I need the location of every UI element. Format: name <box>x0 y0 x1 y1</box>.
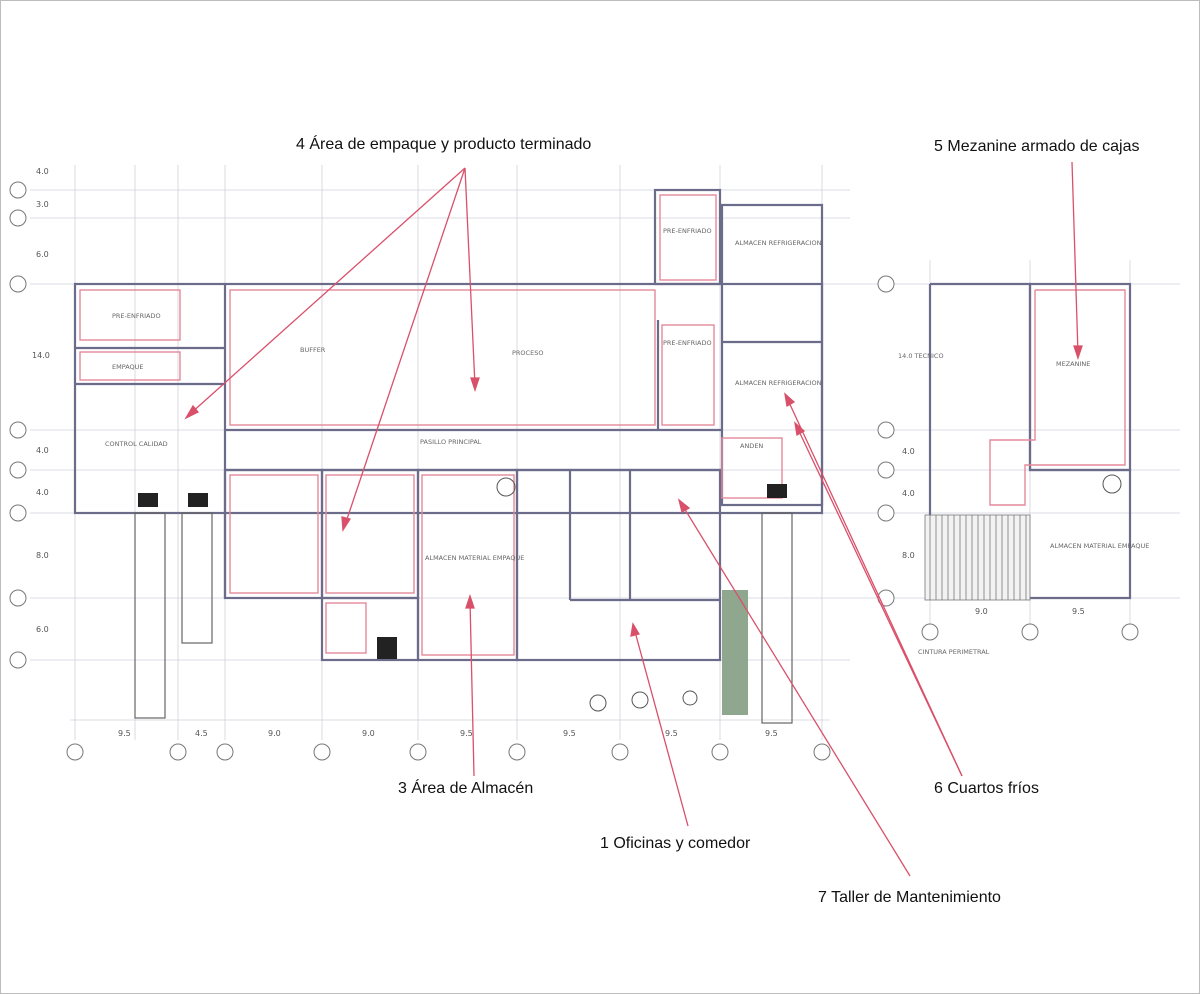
room-label-anden: ANDEN <box>740 442 763 450</box>
arrowhead-4c <box>341 516 352 532</box>
grid-lines <box>30 165 1180 740</box>
room-label-cintura: CINTURA PERIMETRAL <box>918 648 990 656</box>
inner-walls <box>79 194 783 656</box>
dim-row-8: 6.0 <box>36 625 49 634</box>
callout-1-num: 1 <box>600 835 609 852</box>
dim-row-5: 4.0 <box>36 446 49 455</box>
green-stripes <box>722 590 748 715</box>
room-label-almacen-material: ALMACEN MATERIAL EMPAQUE <box>425 554 524 562</box>
dim-right-col-1: 9.0 <box>975 607 988 616</box>
callout-5: 5 Mezanine armado de cajas <box>934 138 1139 156</box>
room-label-empaque: EMPAQUE <box>112 363 144 371</box>
dim-col-8: 9.5 <box>765 729 778 738</box>
room-label-pre-enfriado-mid: PRE-ENFRIADO <box>663 339 712 347</box>
arrow-4b <box>464 167 476 387</box>
callout-4-num: 4 <box>296 136 305 153</box>
dim-row-3: 6.0 <box>36 250 49 259</box>
callout-1: 1 Oficinas y comedor <box>600 835 750 853</box>
callout-7-text: Taller de Mantenimiento <box>831 889 1001 906</box>
dimension-labels: 4.0 3.0 6.0 14.0 4.0 4.0 8.0 6.0 9.5 4.5… <box>32 167 1085 738</box>
hatched-area <box>924 514 1031 601</box>
dock-equipment <box>138 484 787 659</box>
dim-col-6: 9.5 <box>563 729 576 738</box>
arrow-4a <box>189 167 466 415</box>
callout-4-text: Área de empaque y producto terminado <box>309 136 592 153</box>
room-label-mezanine: MEZANINE <box>1056 360 1090 368</box>
arrowhead-5 <box>1073 345 1083 361</box>
callout-arrows <box>184 161 1083 877</box>
dim-row-1: 4.0 <box>36 167 49 176</box>
room-label-control-calidad: CONTROL CALIDAD <box>105 440 168 448</box>
dim-right-row-2: 4.0 <box>902 489 915 498</box>
callout-7: 7 Taller de Mantenimiento <box>818 889 1001 907</box>
dim-right-col-2: 9.5 <box>1072 607 1085 616</box>
arrow-3 <box>469 599 475 777</box>
arrow-1 <box>633 627 689 827</box>
dim-row-4: 14.0 <box>32 351 50 360</box>
dim-col-3: 9.0 <box>268 729 281 738</box>
dim-row-7: 8.0 <box>36 551 49 560</box>
callout-5-num: 5 <box>934 138 943 155</box>
arrowhead-4a <box>184 404 200 420</box>
main-walls <box>73 188 824 662</box>
dim-col-2: 4.5 <box>195 729 208 738</box>
room-label-almacen-right: ALMACEN MATERIAL EMPAQUE <box>1050 542 1149 550</box>
dim-col-4: 9.0 <box>362 729 375 738</box>
dim-row-6: 4.0 <box>36 488 49 497</box>
callout-7-num: 7 <box>818 889 827 906</box>
arrowhead-1 <box>630 622 641 637</box>
room-label-buffer: BUFFER <box>300 346 326 354</box>
arrow-4c <box>344 167 466 526</box>
dim-row-2: 3.0 <box>36 200 49 209</box>
callout-5-text: Mezanine armado de cajas <box>947 138 1140 155</box>
row-markers <box>9 181 895 669</box>
dim-col-7: 9.5 <box>665 729 678 738</box>
room-label-proceso: PROCESO <box>512 349 543 357</box>
arrow-5 <box>1071 161 1079 355</box>
arrowhead-6a <box>784 392 796 408</box>
dim-right-row-1: 4.0 <box>902 447 915 456</box>
arrowhead-3 <box>465 593 475 609</box>
loading-docks <box>134 512 793 724</box>
dim-col-1: 9.5 <box>118 729 131 738</box>
callout-3-num: 3 <box>398 780 407 797</box>
arrowhead-7 <box>677 498 691 513</box>
arrowhead-4b <box>470 377 480 393</box>
room-label-pre-enfriado-top: PRE-ENFRIADO <box>663 227 712 235</box>
room-label-almacen-refrig-2: ALMACEN REFRIGERACION <box>735 379 822 387</box>
room-labels: PRE-ENFRIADO EMPAQUE CONTROL CALIDAD BUF… <box>105 227 1149 656</box>
room-label-almacen-refrig-1: ALMACEN REFRIGERACION <box>735 239 822 247</box>
annex-inner-walls <box>989 289 1126 506</box>
room-label-preenfriado: PRE-ENFRIADO <box>112 312 161 320</box>
arrow-6b <box>796 426 963 777</box>
arrowhead-6b <box>794 421 806 437</box>
room-label-tecnico: 14.0 TECNICO <box>898 352 944 360</box>
callout-6: 6 Cuartos fríos <box>934 780 1039 798</box>
callout-4: 4 Área de empaque y producto terminado <box>296 136 591 154</box>
room-label-pasillo: PASILLO PRINCIPAL <box>420 438 482 446</box>
callout-6-num: 6 <box>934 780 943 797</box>
callout-6-text: Cuartos fríos <box>947 780 1039 797</box>
column-markers <box>66 623 1139 761</box>
callout-3: 3 Área de Almacén <box>398 780 533 798</box>
callout-1-text: Oficinas y comedor <box>613 835 751 852</box>
dim-right-row-3: 8.0 <box>902 551 915 560</box>
spiral-stairs <box>496 474 1122 712</box>
dim-col-5: 9.5 <box>460 729 473 738</box>
arrow-7 <box>680 502 911 877</box>
callout-3-text: Área de Almacén <box>411 780 534 797</box>
